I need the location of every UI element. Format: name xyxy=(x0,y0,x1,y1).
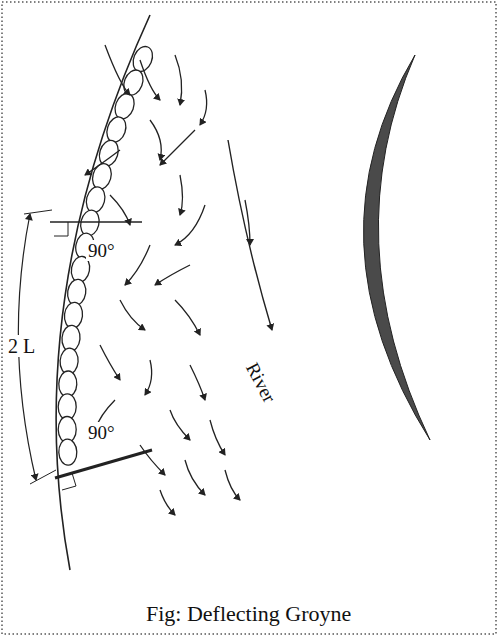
flow-arrow xyxy=(150,120,161,160)
dimension-label: 2 L xyxy=(6,335,37,357)
upper-normal-line xyxy=(50,221,142,223)
flow-arrow xyxy=(100,345,120,380)
flow-arrow xyxy=(175,205,205,245)
flow-arrow xyxy=(225,470,240,500)
flow-arrow xyxy=(105,45,130,95)
right-bank xyxy=(364,55,430,440)
stone xyxy=(96,138,121,168)
left-bank xyxy=(56,15,150,570)
flow-arrow xyxy=(140,60,160,100)
extension-line xyxy=(24,210,52,214)
figure-caption: Fig: Deflecting Groyne xyxy=(146,603,351,625)
flow-arrow xyxy=(140,445,165,475)
flow-arrow xyxy=(185,460,205,495)
stone xyxy=(78,208,101,237)
angle-label: 90° xyxy=(86,422,117,443)
flow-arrow xyxy=(190,365,205,400)
flow-arrow xyxy=(155,265,190,285)
flow-arrow xyxy=(180,175,183,215)
flow-arrow xyxy=(145,360,152,395)
groyne-line xyxy=(55,450,152,478)
stone-groyne xyxy=(58,44,156,466)
angle-label: 90° xyxy=(86,240,117,261)
right-angle-mark xyxy=(54,222,68,236)
flow-arrow xyxy=(170,410,190,440)
flow-arrow xyxy=(120,300,145,330)
river-arrow xyxy=(228,140,272,330)
flow-arrow xyxy=(160,490,175,515)
flow-arrows xyxy=(85,45,250,515)
flow-arrow xyxy=(85,150,120,175)
stone xyxy=(90,161,114,191)
flow-arrow xyxy=(160,130,195,165)
right-angle-mark xyxy=(62,473,76,490)
flow-arrow xyxy=(110,195,130,225)
stone xyxy=(84,185,108,215)
river-label: River xyxy=(241,357,281,408)
stone xyxy=(58,439,77,466)
flow-arrow xyxy=(175,55,182,105)
flow-arrow xyxy=(125,245,150,285)
flow-arrow xyxy=(210,420,225,455)
flow-arrow xyxy=(175,300,200,335)
stone xyxy=(104,114,129,144)
flow-arrow xyxy=(200,90,207,125)
